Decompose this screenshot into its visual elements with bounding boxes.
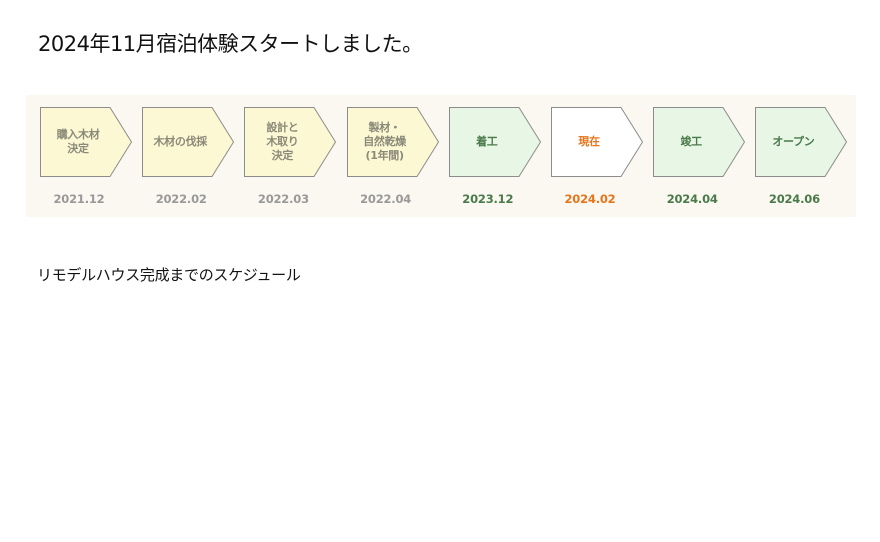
step-4-label: 着工 bbox=[476, 135, 498, 148]
step-4-date: 2023.12 bbox=[462, 192, 514, 206]
step-2-arrow-shape bbox=[244, 107, 337, 177]
step-2: 設計と 木取り 決定 bbox=[244, 107, 337, 177]
step-6-label: 竣工 bbox=[680, 135, 702, 148]
step-5-date: 2024.02 bbox=[564, 192, 616, 206]
step-1-date: 2022.02 bbox=[155, 192, 207, 206]
step-7: オープン bbox=[755, 107, 848, 177]
step-3: 製材・ 自然乾燥 (1年間) bbox=[346, 107, 439, 177]
step-5-arrow-shape bbox=[551, 107, 644, 177]
step-0-arrow-shape bbox=[40, 107, 133, 177]
schedule-caption: リモデルハウス完成までのスケジュール bbox=[37, 266, 301, 284]
step-0-date: 2021.12 bbox=[53, 192, 105, 206]
step-6: 竣工 bbox=[653, 107, 746, 177]
step-2-date: 2022.03 bbox=[257, 192, 309, 206]
step-2-label: 設計と 木取り 決定 bbox=[266, 121, 299, 162]
step-1-arrow-shape bbox=[142, 107, 235, 177]
step-6-arrow-shape bbox=[653, 107, 746, 177]
step-7-label: オープン bbox=[772, 135, 815, 148]
step-6-date: 2024.04 bbox=[666, 192, 718, 206]
step-1: 木材の伐採 bbox=[142, 107, 235, 177]
step-7-date: 2024.06 bbox=[768, 192, 820, 206]
step-3-arrow-shape bbox=[346, 107, 439, 177]
step-3-label: 製材・ 自然乾燥 (1年間) bbox=[363, 121, 406, 162]
schedule-timeline: 購入木材 決定 木材の伐採 設計と 木取り 決定 製材・ 自然乾燥 (1年間) … bbox=[26, 95, 856, 217]
step-5-label: 現在 bbox=[578, 135, 600, 148]
step-7-arrow-shape bbox=[755, 107, 848, 177]
step-1-label: 木材の伐採 bbox=[153, 135, 207, 148]
step-0: 購入木材 決定 bbox=[40, 107, 133, 177]
step-3-date: 2022.04 bbox=[360, 192, 412, 206]
step-4-arrow-shape bbox=[448, 107, 541, 177]
page-heading: 2024年11月宿泊体験スタートしました。 bbox=[38, 32, 423, 56]
step-5: 現在 bbox=[551, 107, 644, 177]
step-0-label: 購入木材 決定 bbox=[56, 128, 100, 155]
step-4: 着工 bbox=[448, 107, 541, 177]
